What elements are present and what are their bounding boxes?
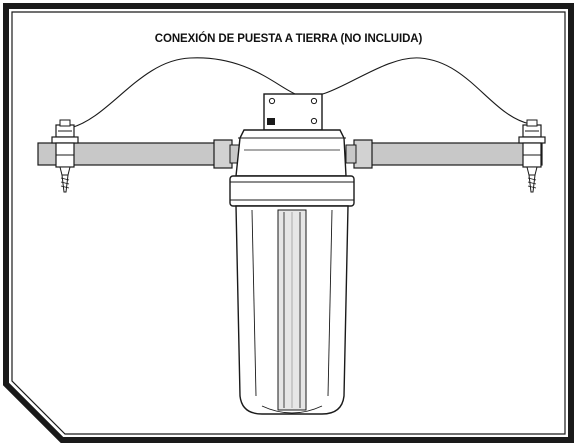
grounding-connection-label: CONEXIÓN DE PUESTA A TIERRA (NO INCLUIDA…: [154, 33, 423, 45]
diagram-frame-inner: [11, 11, 566, 435]
diagram-frame: [3, 3, 574, 443]
filter-collar: [229, 175, 355, 207]
right-pipe: [345, 139, 543, 169]
filter-bowl: [235, 205, 349, 415]
filter-head: [235, 129, 347, 177]
right-ground-clamp: [518, 119, 546, 193]
mounting-bracket: [263, 93, 323, 131]
left-pipe: [37, 139, 241, 169]
left-ground-clamp: [51, 119, 79, 193]
